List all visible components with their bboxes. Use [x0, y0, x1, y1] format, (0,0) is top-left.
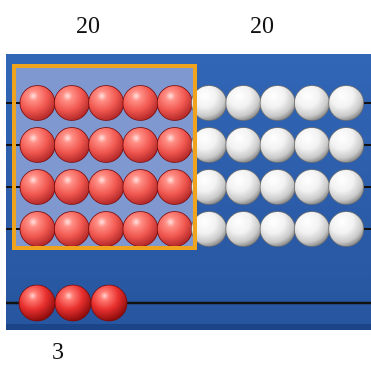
bottom-count-label: 3: [52, 339, 64, 365]
right-count-label: 20: [250, 13, 274, 39]
red-bead[interactable]: [156, 169, 193, 205]
white-bead[interactable]: [328, 211, 365, 247]
selection-border: [12, 64, 197, 250]
white-bead[interactable]: [225, 127, 262, 163]
white-bead[interactable]: [328, 169, 365, 205]
red-bead[interactable]: [19, 211, 56, 247]
red-bead[interactable]: [156, 85, 193, 121]
red-bead[interactable]: [53, 211, 90, 247]
bottom-red-bead[interactable]: [18, 284, 56, 322]
white-bead[interactable]: [293, 127, 330, 163]
red-bead[interactable]: [122, 85, 159, 121]
white-bead[interactable]: [225, 211, 262, 247]
abacus-board[interactable]: [6, 54, 371, 330]
white-bead[interactable]: [259, 211, 296, 247]
red-bead[interactable]: [122, 127, 159, 163]
bottom-red-bead[interactable]: [90, 284, 128, 322]
bottom-red-bead[interactable]: [54, 284, 92, 322]
white-bead[interactable]: [259, 85, 296, 121]
red-bead[interactable]: [122, 211, 159, 247]
white-bead[interactable]: [328, 127, 365, 163]
white-bead[interactable]: [328, 85, 365, 121]
white-bead[interactable]: [293, 169, 330, 205]
red-bead[interactable]: [88, 211, 124, 247]
red-bead[interactable]: [19, 169, 56, 205]
white-bead[interactable]: [225, 169, 262, 205]
red-bead[interactable]: [88, 127, 124, 163]
white-bead[interactable]: [293, 85, 330, 121]
red-bead[interactable]: [53, 169, 90, 205]
red-bead[interactable]: [156, 211, 193, 247]
board-bottom-edge: [6, 324, 371, 330]
red-bead[interactable]: [19, 127, 56, 163]
red-bead[interactable]: [53, 127, 90, 163]
red-bead[interactable]: [122, 169, 159, 205]
white-bead[interactable]: [225, 85, 262, 121]
red-bead[interactable]: [53, 85, 90, 121]
red-bead[interactable]: [88, 85, 124, 121]
white-bead[interactable]: [259, 169, 296, 205]
red-bead[interactable]: [19, 85, 56, 121]
white-bead[interactable]: [259, 127, 296, 163]
red-bead[interactable]: [88, 169, 124, 205]
left-count-label: 20: [76, 13, 100, 39]
white-bead[interactable]: [293, 211, 330, 247]
abacus-canvas[interactable]: [6, 54, 371, 330]
red-bead[interactable]: [156, 127, 193, 163]
